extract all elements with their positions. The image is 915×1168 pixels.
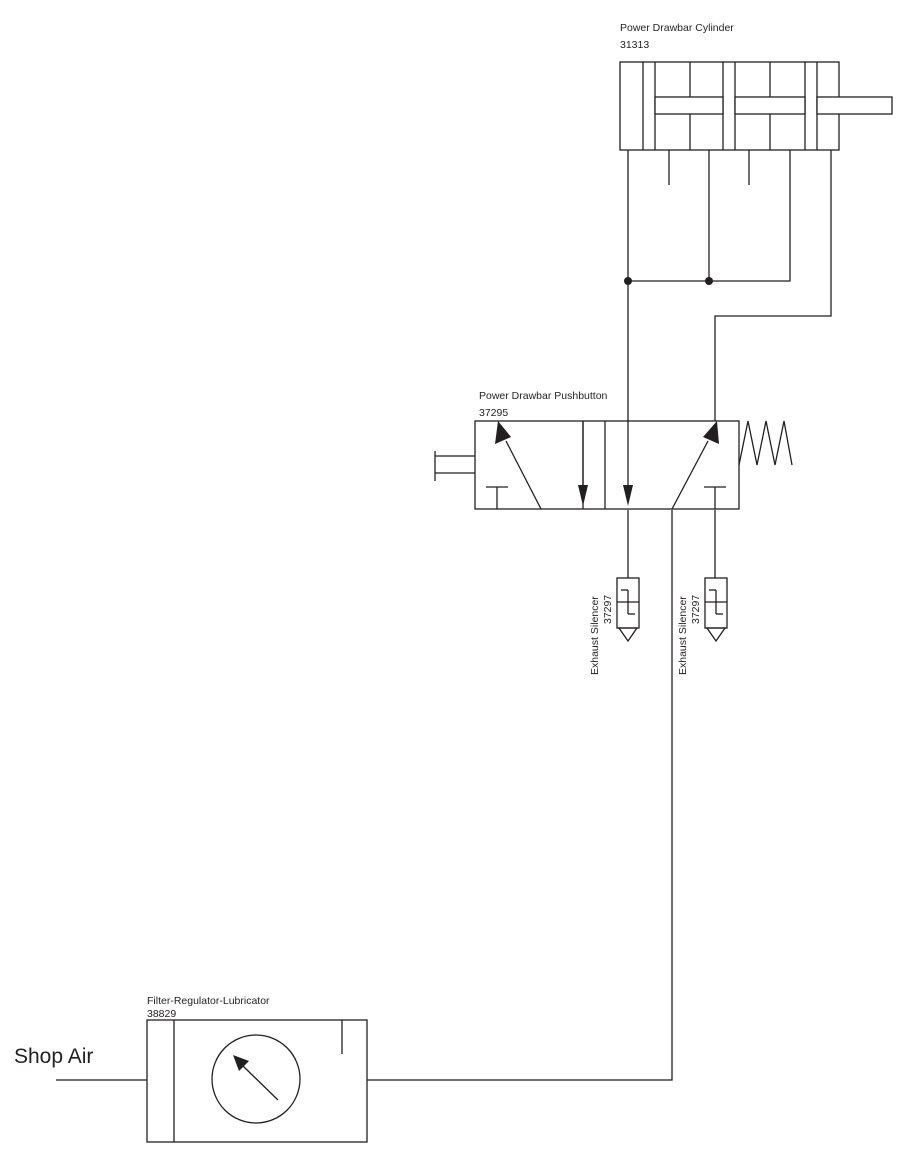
frl-name: Filter-Regulator-Lubricator — [147, 995, 270, 1007]
filter-regulator-lubricator — [146, 1019, 368, 1143]
frl-part-number: 38829 — [147, 1008, 176, 1020]
power-drawbar-cylinder — [619, 61, 893, 185]
cylinder-part-number: 31313 — [620, 39, 649, 51]
silencer-left-name: Exhaust Silencer — [589, 596, 601, 675]
silencer-right-part-number: 37297 — [690, 595, 702, 624]
pushbutton-part-number: 37295 — [479, 407, 508, 419]
pushbutton-name: Power Drawbar Pushbutton — [479, 390, 608, 402]
shop-air-label: Shop Air — [14, 1045, 93, 1068]
silencer-left-part-number: 37297 — [602, 595, 614, 624]
power-drawbar-pushbutton-valve — [434, 420, 793, 510]
exhaust-silencer-left — [616, 577, 640, 643]
cylinder-name: Power Drawbar Cylinder — [620, 22, 734, 34]
exhaust-silencer-right — [704, 577, 728, 643]
air-lines — [56, 150, 832, 1081]
silencer-right-name: Exhaust Silencer — [677, 596, 689, 675]
